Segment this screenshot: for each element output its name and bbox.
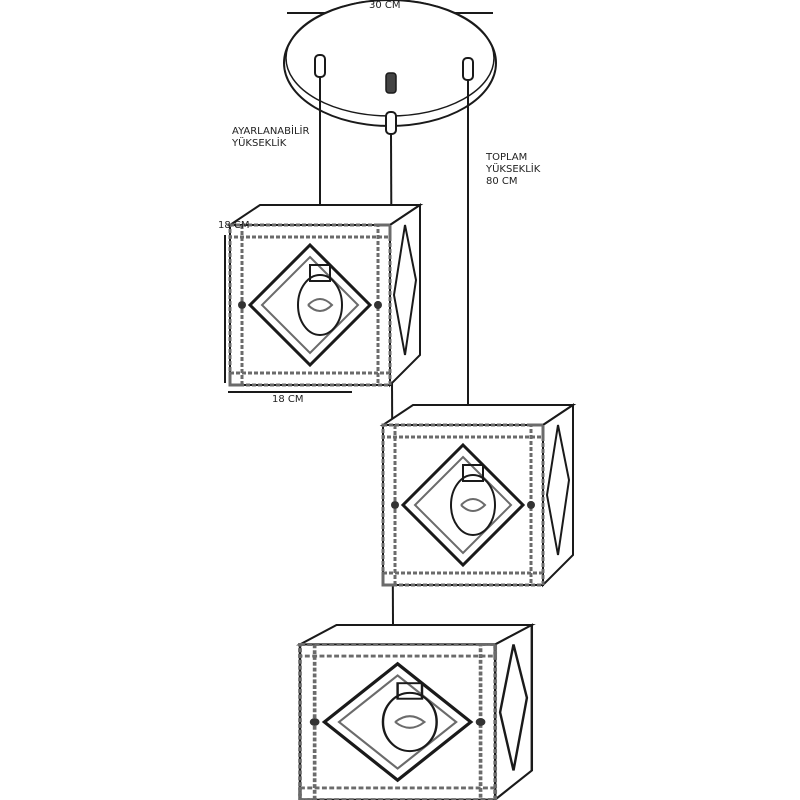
pendant-cube-icon [381,403,575,587]
pendant-cube-icon [228,203,422,387]
adjustable-height-line-2: YÜKSEKLİK [232,138,287,149]
total-height-line-3: 80 CM [486,176,518,187]
pendant-cube-icon [298,623,534,800]
ceiling-canopy-icon [283,0,497,135]
total-height-label: TOPLAM YÜKSEKLİK 80 CM [486,152,540,188]
cube-width-label: 18 CM [272,394,304,405]
total-height-line-2: YÜKSEKLİK [486,164,541,175]
total-height-line-1: TOPLAM [486,152,528,163]
canopy-width-label: 30 CM [369,0,401,11]
adjustable-height-line-1: AYARLANABİLİR [232,126,310,137]
adjustable-height-label: AYARLANABİLİR YÜKSEKLİK [232,126,309,150]
cube-height-label: 18 CM [218,220,250,231]
